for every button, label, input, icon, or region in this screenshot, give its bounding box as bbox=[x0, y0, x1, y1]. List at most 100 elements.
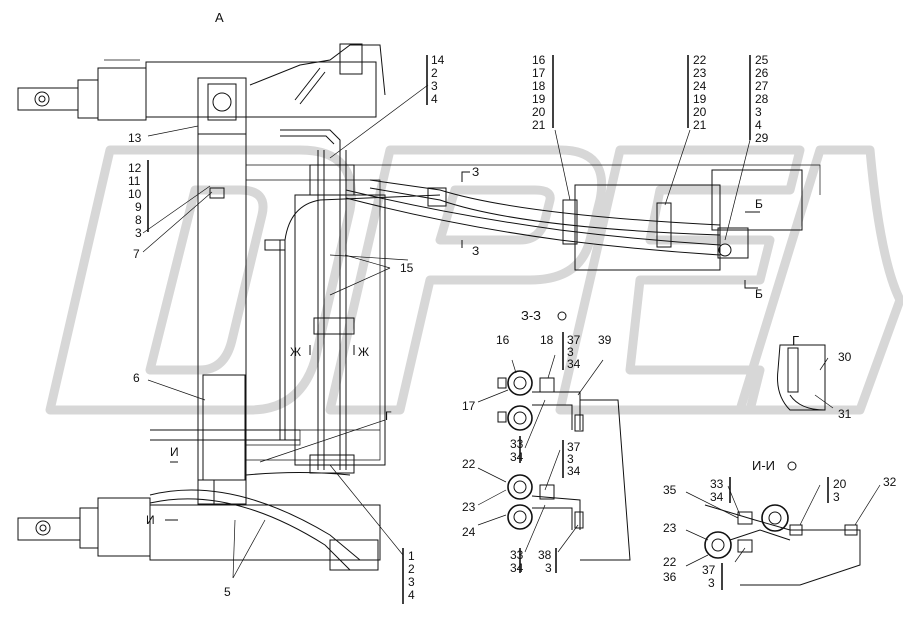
section-marker-i-icon bbox=[787, 461, 797, 471]
marker-g: Г bbox=[385, 409, 392, 423]
callout-item: 3 bbox=[135, 226, 142, 240]
callout-item: 8 bbox=[135, 213, 142, 227]
callout-item: 27 bbox=[755, 79, 769, 93]
callout-item: 14 bbox=[431, 53, 445, 67]
callout-item: 9 bbox=[135, 200, 142, 214]
callout-item: 20 bbox=[532, 105, 546, 119]
callout-item: 24 bbox=[693, 79, 707, 93]
callout-item: 34 bbox=[567, 357, 581, 371]
label-22b: 22 bbox=[663, 555, 677, 569]
callout-item: 3 bbox=[755, 105, 762, 119]
label-13: 13 bbox=[128, 131, 142, 145]
callout-item: 34 bbox=[567, 464, 581, 478]
callout-item: 19 bbox=[693, 92, 707, 106]
label-24: 24 bbox=[462, 525, 476, 539]
callout-item: 10 bbox=[128, 187, 142, 201]
callout-item: 20 bbox=[693, 105, 707, 119]
label-30: 30 bbox=[838, 350, 852, 364]
view-title-main: А bbox=[215, 10, 224, 25]
callout-item: 1 bbox=[408, 549, 415, 563]
section-i-i bbox=[704, 504, 861, 586]
callout-33c: 33 34 bbox=[710, 477, 724, 504]
callout-item: 34 bbox=[710, 490, 724, 504]
section-title-z: З-З bbox=[521, 308, 541, 323]
callout-item: 28 bbox=[755, 92, 769, 106]
cut-i-top: И bbox=[170, 445, 179, 459]
callout-item: 4 bbox=[408, 588, 415, 602]
label-32: 32 bbox=[883, 475, 897, 489]
label-39: 39 bbox=[598, 333, 612, 347]
detail-title-g: Г bbox=[792, 333, 799, 348]
callout-item: 38 bbox=[538, 548, 552, 562]
section-marker-z-icon bbox=[557, 311, 567, 321]
section-z-z-lower bbox=[507, 474, 584, 530]
callout-12: 12 11 10 9 8 3 bbox=[128, 161, 142, 240]
lower-cylinder bbox=[17, 472, 381, 571]
section-title-i: И-И bbox=[752, 458, 775, 473]
cut-zh-left: Ж bbox=[290, 345, 301, 359]
callout-item: 11 bbox=[128, 174, 141, 188]
callout-item: 34 bbox=[510, 561, 524, 575]
label-15: 15 bbox=[400, 261, 414, 275]
callout-item: 3 bbox=[567, 345, 574, 359]
hose-bundle bbox=[345, 179, 749, 259]
callout-37b: 37 3 34 bbox=[567, 440, 581, 478]
callout-item: 16 bbox=[532, 53, 546, 67]
callout-20: 20 3 bbox=[833, 477, 847, 504]
callout-item: 34 bbox=[510, 450, 524, 464]
callout-item: 22 bbox=[693, 53, 707, 67]
callout-37a: 37 3 34 bbox=[567, 333, 581, 371]
cut-marks bbox=[165, 171, 760, 521]
callout-item: 33 bbox=[510, 437, 524, 451]
callout-item: 3 bbox=[833, 490, 840, 504]
callout-item: 3 bbox=[708, 576, 715, 590]
cut-i-bottom: И bbox=[146, 513, 155, 527]
cut-z-top: З bbox=[472, 165, 479, 179]
section-z-z bbox=[497, 370, 631, 561]
callout-item: 12 bbox=[128, 161, 142, 175]
label-18: 18 bbox=[540, 333, 554, 347]
callout-item: 37 bbox=[567, 440, 581, 454]
callout-38: 38 3 bbox=[538, 548, 552, 575]
label-17: 17 bbox=[462, 399, 476, 413]
callout-item: 2 bbox=[408, 562, 415, 576]
callout-item: 37 bbox=[702, 563, 716, 577]
detail-g bbox=[777, 344, 826, 411]
label-36: 36 bbox=[663, 570, 677, 584]
callout-22: 22 23 24 19 20 21 bbox=[693, 53, 707, 132]
callout-item: 4 bbox=[431, 92, 438, 106]
upper-cylinder bbox=[17, 43, 386, 121]
callout-item: 26 bbox=[755, 66, 769, 80]
callout-33a: 33 34 bbox=[510, 437, 524, 464]
callout-item: 18 bbox=[532, 79, 546, 93]
vertical-pipes bbox=[150, 129, 441, 474]
leader-lines bbox=[142, 84, 881, 579]
callout-item: 21 bbox=[693, 118, 707, 132]
label-35: 35 bbox=[663, 483, 677, 497]
callout-1: 1 2 3 4 bbox=[408, 549, 415, 602]
main-column bbox=[197, 77, 247, 505]
callout-33b: 33 34 bbox=[510, 548, 524, 575]
label-31: 31 bbox=[838, 407, 852, 421]
label-23: 23 bbox=[462, 500, 476, 514]
callout-item: 3 bbox=[567, 452, 574, 466]
callout-item: 20 bbox=[833, 477, 847, 491]
callout-item: 3 bbox=[431, 79, 438, 93]
label-23b: 23 bbox=[663, 521, 677, 535]
callout-item: 33 bbox=[510, 548, 524, 562]
callout-item: 4 bbox=[755, 118, 762, 132]
callout-item: 37 bbox=[567, 333, 581, 347]
callout-37c: 37 3 bbox=[702, 563, 716, 590]
callout-item: 23 bbox=[693, 66, 707, 80]
callout-bars bbox=[147, 55, 829, 604]
callout-item: 17 bbox=[532, 66, 546, 80]
opex-logo-watermark bbox=[45, 145, 903, 415]
label-6: 6 bbox=[133, 371, 140, 385]
label-7: 7 bbox=[133, 247, 140, 261]
callout-item: 2 bbox=[431, 66, 438, 80]
label-5: 5 bbox=[224, 585, 231, 599]
callout-item: 33 bbox=[710, 477, 724, 491]
cut-z-bottom: З bbox=[472, 244, 479, 258]
